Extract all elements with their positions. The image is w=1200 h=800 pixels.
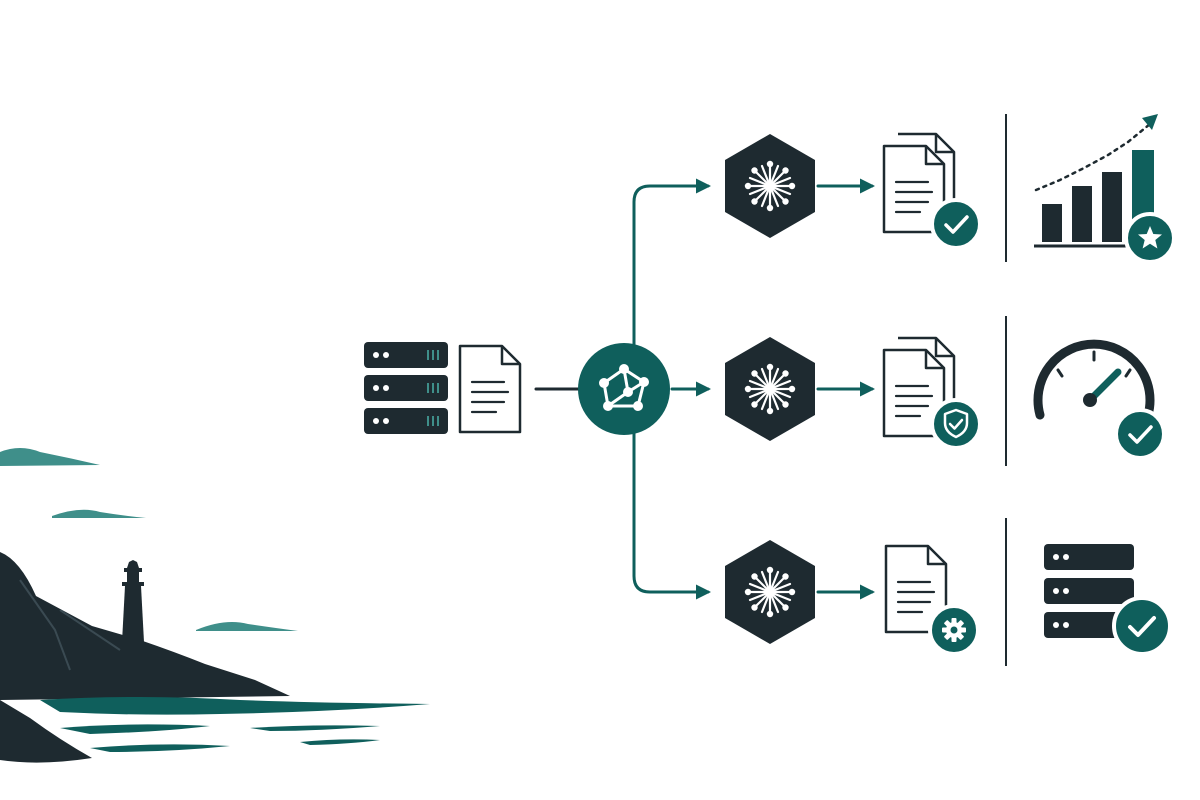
- bar-chart-star-icon: [1034, 114, 1176, 264]
- document-gear-icon: [884, 544, 980, 656]
- server-stack-icon: [363, 341, 449, 435]
- document-icon: [458, 344, 522, 434]
- connector-router-to-branch-top: [632, 178, 711, 347]
- documents-check-icon: [884, 134, 982, 250]
- network-hub-icon[interactable]: [578, 343, 670, 435]
- server-stack-check-icon: [1044, 544, 1172, 656]
- speed-gauge-check-icon: [1033, 339, 1166, 460]
- hexagon-node-icon[interactable]: [723, 538, 817, 646]
- flow-connectors: [534, 178, 875, 600]
- documents-shield-icon: [884, 338, 982, 450]
- connector-router-to-branch-bottom: [632, 431, 711, 600]
- coastal-landscape-illustration: [0, 448, 430, 763]
- lighthouse-icon: [122, 560, 144, 642]
- hexagon-node-icon[interactable]: [723, 132, 817, 240]
- hexagon-node-icon[interactable]: [723, 335, 817, 443]
